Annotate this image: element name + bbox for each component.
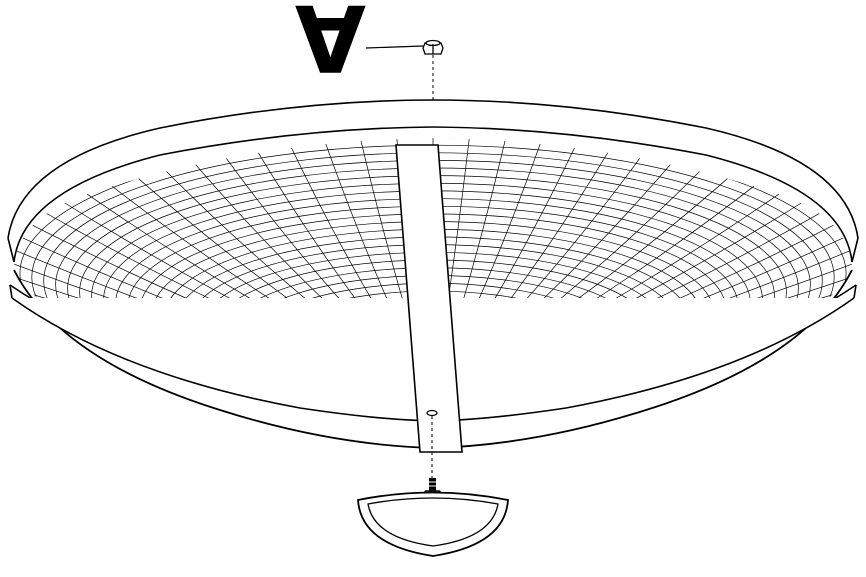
- nut-icon: [422, 39, 444, 55]
- center-strap-icon: [395, 144, 463, 453]
- callout-leader-line: [365, 45, 424, 49]
- half-round-handle-icon: [357, 491, 509, 557]
- assembly-axis-lines: [431, 55, 434, 478]
- callout-label-a: A: [294, 0, 366, 91]
